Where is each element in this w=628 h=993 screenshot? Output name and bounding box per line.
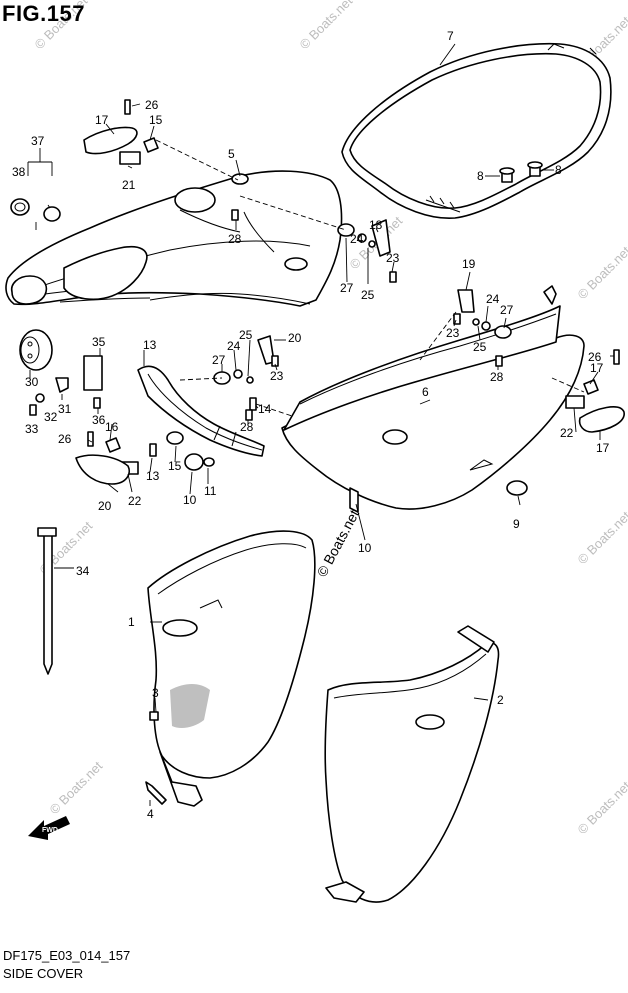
callout-23: 23 <box>270 369 284 383</box>
callout-8: 8 <box>477 169 484 183</box>
callout-20: 20 <box>288 331 302 345</box>
model-code: DF175_E03_014_157 <box>3 948 131 963</box>
callout-17: 17 <box>590 361 604 375</box>
callout-21: 20 <box>98 499 112 513</box>
callout-31: 32 <box>44 410 58 424</box>
assembly-lines <box>155 139 585 417</box>
callout-9: 9 <box>513 517 520 531</box>
callout-29: 30 <box>25 375 39 389</box>
callout-numbers: 7 8 8 5 6 9 10 37 38 30 31 32 33 35 36 2… <box>12 29 610 821</box>
callout-12: 11 <box>204 484 217 498</box>
callout-36: 37 <box>31 134 45 148</box>
callout-3: 3 <box>152 686 159 700</box>
callout-2: 2 <box>497 693 504 707</box>
callout-15: 14 <box>258 402 272 416</box>
part-bracket-13 <box>137 365 265 457</box>
callout-7: 7 <box>447 29 454 43</box>
watermark: © Boats.net <box>297 0 356 52</box>
callout-18: 17 <box>95 113 109 127</box>
callout-33: 34 <box>76 564 90 578</box>
fwd-arrow-icon: FWD <box>28 816 70 840</box>
callout-16: 15 <box>168 459 182 473</box>
callout-25: 25 <box>361 288 375 302</box>
callout-4: 4 <box>147 807 154 821</box>
callout-24: 24 <box>486 292 500 306</box>
callout-34: 35 <box>92 335 106 349</box>
callout-27: 27 <box>500 303 514 317</box>
figure-title: FIG.157 <box>2 1 85 26</box>
part-grommets-8 <box>499 161 543 183</box>
callout-24: 24 <box>350 232 364 246</box>
callout-32: 33 <box>25 422 39 436</box>
callout-24: 24 <box>227 339 241 353</box>
callout-27: 27 <box>212 353 226 367</box>
callout-25: 25 <box>473 340 487 354</box>
callout-22: 21 <box>122 178 136 192</box>
watermark: © Boats.net <box>47 758 106 817</box>
callout-6: 6 <box>422 385 429 399</box>
part-seal-ring <box>341 42 612 219</box>
part-plug-9 <box>506 480 528 496</box>
callout-10: 10 <box>358 541 372 555</box>
part-lower-cover-left <box>147 530 316 807</box>
callout-26: 26 <box>145 98 159 112</box>
callout-17: 16 <box>105 420 119 434</box>
callout-17: 15 <box>149 113 163 127</box>
callout-26: 26 <box>58 432 72 446</box>
callout-19: 17 <box>596 441 610 455</box>
callout-28: 28 <box>490 370 504 384</box>
callout-37: 38 <box>12 165 26 179</box>
callout-23: 23 <box>446 326 460 340</box>
watermark-center: © Boats.net <box>314 507 363 579</box>
callout-26: 26 <box>588 350 602 364</box>
callout-1: 1 <box>128 615 135 629</box>
watermark: © Boats.net <box>575 508 628 567</box>
callout-20: 19 <box>462 257 476 271</box>
callout-28: 28 <box>228 232 242 246</box>
callout-23: 23 <box>386 251 400 265</box>
watermark: © Boats.net <box>575 778 628 837</box>
callout-27: 27 <box>340 281 354 295</box>
callout-35: 36 <box>92 413 106 427</box>
small-parts-left <box>10 99 625 805</box>
callout-30: 31 <box>58 402 72 416</box>
part-upper-cover <box>5 170 343 307</box>
callout-25: 25 <box>239 328 253 342</box>
callout-13: 13 <box>143 338 157 352</box>
callout-28: 28 <box>240 420 254 434</box>
fwd-label: FWD <box>42 827 58 834</box>
callout-14: 13 <box>146 469 160 483</box>
callout-22: 22 <box>560 426 574 440</box>
callout-5: 5 <box>228 147 235 161</box>
part-rear-cover <box>281 285 585 510</box>
leader-lines <box>27 43 614 806</box>
callout-8: 8 <box>555 163 562 177</box>
watermark: © Boats.net <box>575 243 628 302</box>
section-name: SIDE COVER <box>3 966 84 981</box>
callout-11: 10 <box>183 493 197 507</box>
callout-20: 18 <box>369 218 383 232</box>
part-lower-cover-right <box>324 625 500 903</box>
callout-22: 22 <box>128 494 142 508</box>
